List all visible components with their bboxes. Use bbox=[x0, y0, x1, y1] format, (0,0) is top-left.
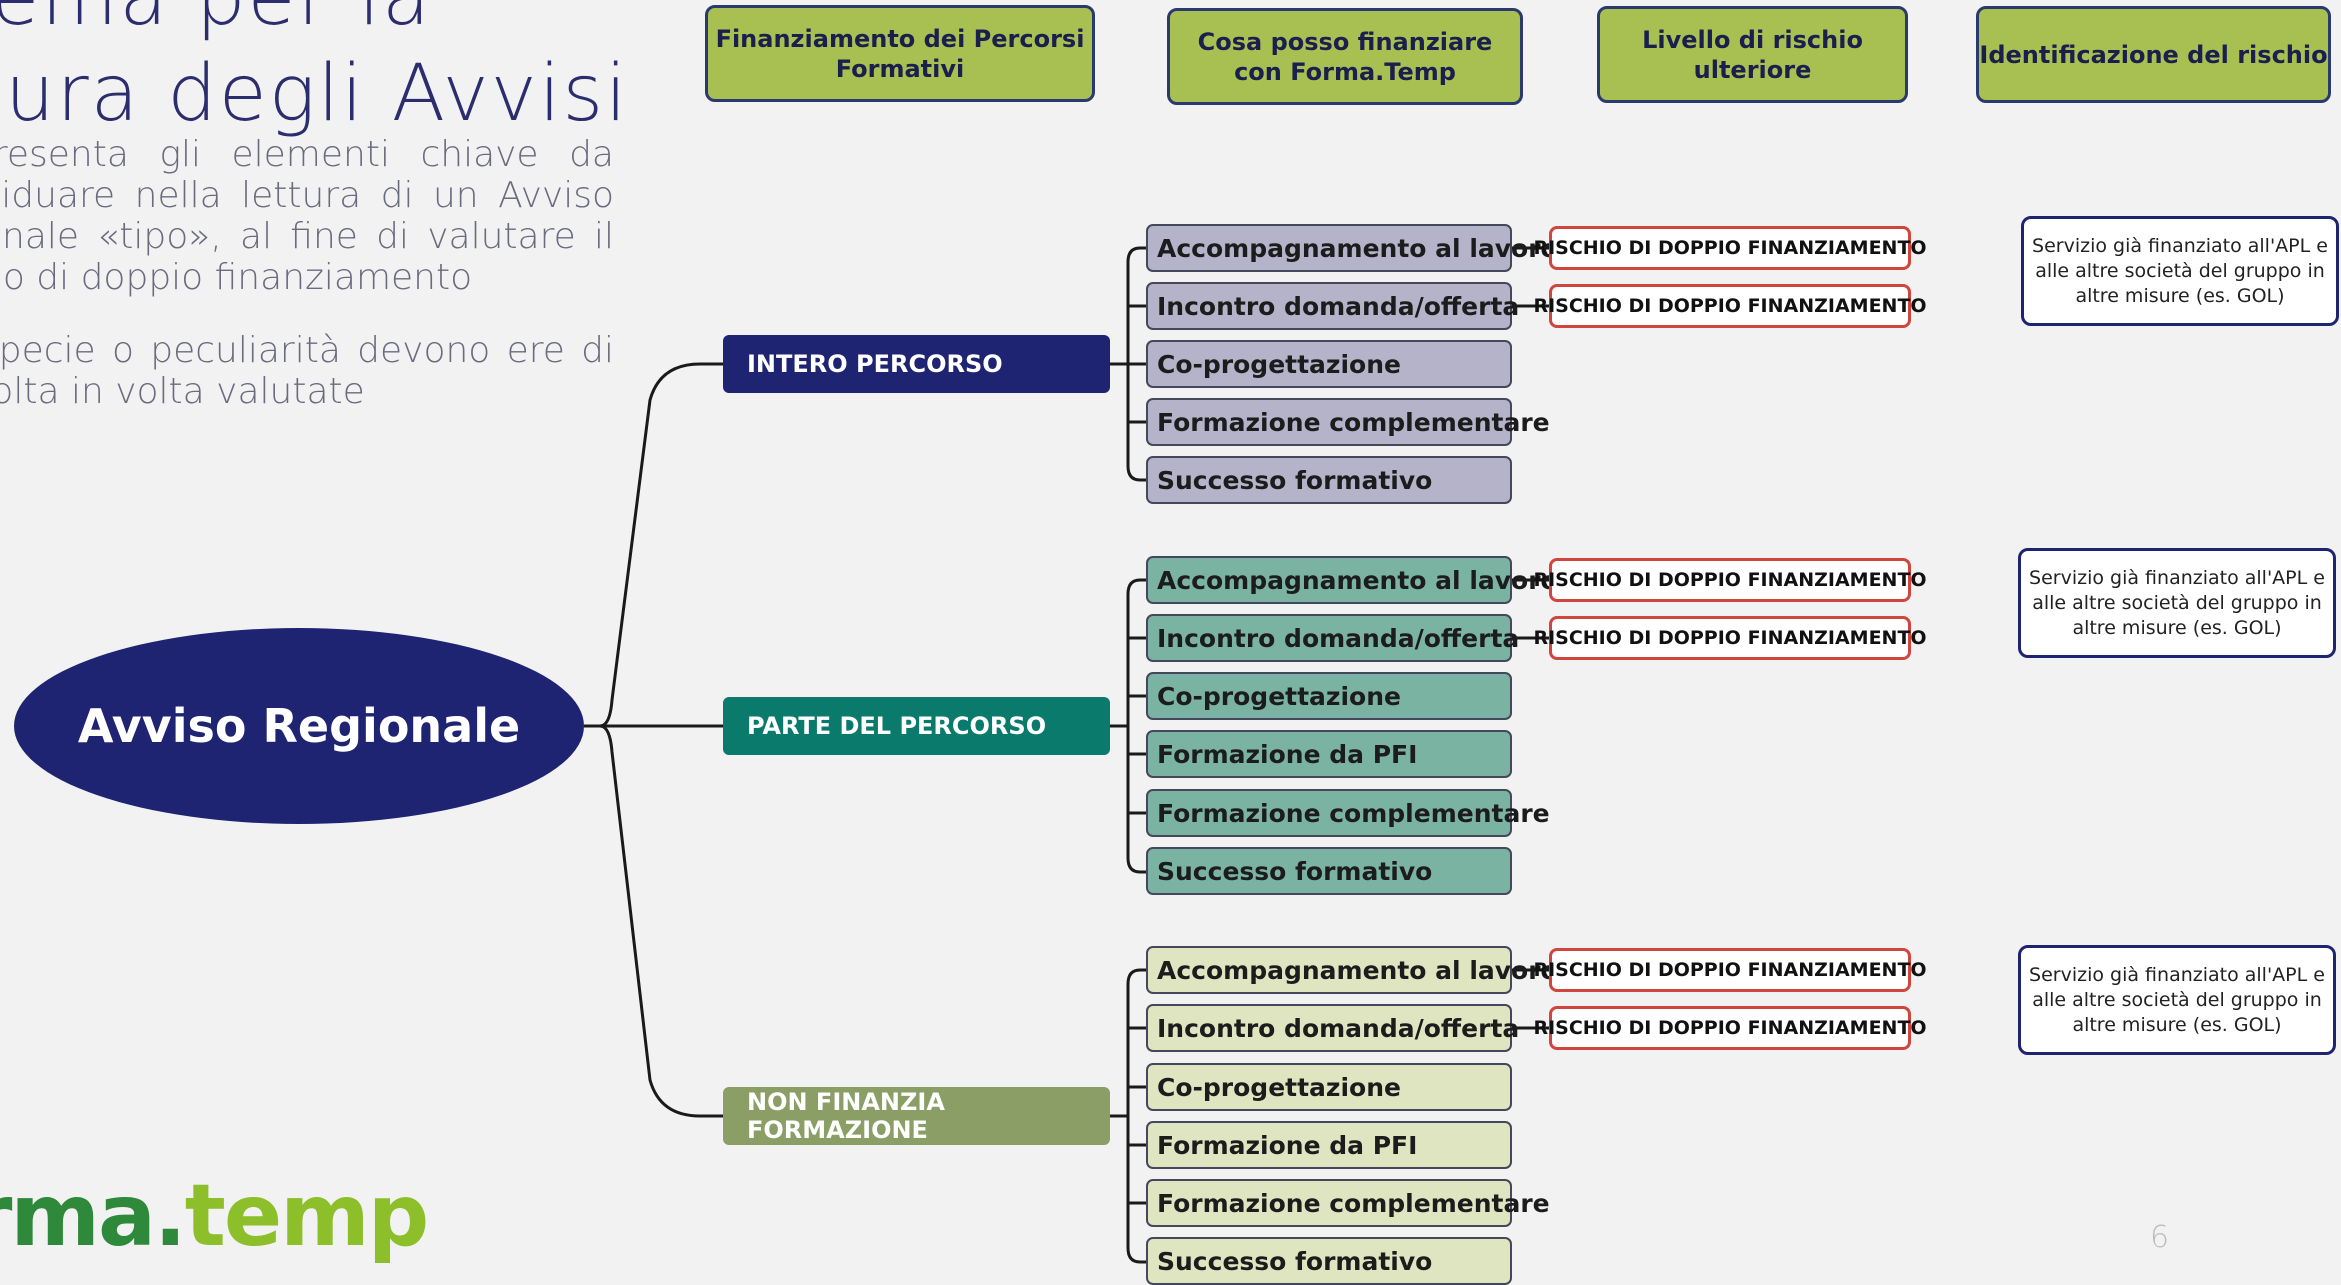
logo-text-forma: rma. bbox=[0, 1166, 187, 1266]
item-non-finanzia-incontro: Incontro domanda/offerta bbox=[1146, 1004, 1519, 1052]
root-node: Avviso Regionale bbox=[14, 628, 584, 824]
item-non-finanzia-formazione-pfi: Formazione da PFI bbox=[1146, 1121, 1512, 1169]
slide-title-line1: hema per la bbox=[0, 0, 629, 46]
branch-non-finanzia-formazione: NON FINANZIA FORMAZIONE bbox=[723, 1087, 1110, 1145]
item-intero-coprogettazione: Co-progettazione bbox=[1146, 340, 1512, 388]
risk-note-non-finanzia: Servizio già finanziato all'APL e alle a… bbox=[2018, 945, 2336, 1055]
branch-intero-percorso: INTERO PERCORSO bbox=[723, 335, 1110, 393]
item-parte-incontro: Incontro domanda/offerta bbox=[1146, 614, 1519, 662]
risk-box-parte-1: RISCHIO DI DOPPIO FINANZIAMENTO bbox=[1533, 558, 1927, 602]
item-parte-coprogettazione: Co-progettazione bbox=[1146, 672, 1512, 720]
intro-paragraph-2: ispecie o peculiarità devono ere di volt… bbox=[0, 330, 614, 412]
slide-title: hema per la ttura degli Avvisi bbox=[0, 0, 629, 142]
item-intero-formazione-complementare: Formazione complementare bbox=[1146, 398, 1550, 446]
item-parte-formazione-complementare: Formazione complementare bbox=[1146, 789, 1550, 837]
item-intero-successo: Successo formativo bbox=[1146, 456, 1512, 504]
header-what-to-finance: Cosa posso finanziare con Forma.Temp bbox=[1167, 8, 1523, 105]
risk-box-non-finanzia-2: RISCHIO DI DOPPIO FINANZIAMENTO bbox=[1533, 1006, 1927, 1050]
item-parte-formazione-pfi: Formazione da PFI bbox=[1146, 730, 1512, 778]
header-risk-level: Livello di rischio ulteriore bbox=[1597, 6, 1908, 103]
item-non-finanzia-formazione-complementare: Formazione complementare bbox=[1146, 1179, 1550, 1227]
intro-paragraph-1: presenta gli elementi chiave da ividuare… bbox=[0, 134, 614, 298]
connector-root-to-non-finanzia bbox=[599, 724, 723, 1118]
item-parte-accompagnamento: Accompagnamento al lavoro bbox=[1146, 556, 1558, 604]
item-non-finanzia-successo: Successo formativo bbox=[1146, 1237, 1512, 1285]
header-risk-identification: Identificazione del rischio bbox=[1976, 6, 2331, 103]
slide-title-line2: ttura degli Avvisi bbox=[0, 49, 629, 139]
risk-note-parte: Servizio già finanziato all'APL e alle a… bbox=[2018, 548, 2336, 658]
connector-intero-bracket bbox=[1110, 246, 1146, 482]
item-non-finanzia-coprogettazione: Co-progettazione bbox=[1146, 1063, 1512, 1111]
item-intero-incontro: Incontro domanda/offerta bbox=[1146, 282, 1519, 330]
connector-parte-bracket bbox=[1110, 578, 1146, 874]
risk-box-parte-2: RISCHIO DI DOPPIO FINANZIAMENTO bbox=[1533, 616, 1927, 660]
branch-parte-percorso: PARTE DEL PERCORSO bbox=[723, 697, 1110, 755]
connector-item-to-risk bbox=[1512, 246, 1549, 1030]
risk-box-intero-2: RISCHIO DI DOPPIO FINANZIAMENTO bbox=[1533, 284, 1927, 328]
connector-non-finanzia-bracket bbox=[1110, 968, 1146, 1264]
page-number: 6 bbox=[2150, 1220, 2170, 1255]
connector-root-to-intero bbox=[584, 362, 723, 728]
item-non-finanzia-accompagnamento: Accompagnamento al lavoro bbox=[1146, 946, 1558, 994]
forma-temp-logo: rma.temp bbox=[0, 1166, 430, 1266]
header-financing: Finanziamento dei Percorsi Formativi bbox=[705, 5, 1095, 102]
logo-text-temp: temp bbox=[184, 1166, 430, 1266]
risk-note-intero: Servizio già finanziato all'APL e alle a… bbox=[2021, 216, 2339, 326]
risk-box-intero-1: RISCHIO DI DOPPIO FINANZIAMENTO bbox=[1533, 226, 1927, 270]
item-intero-accompagnamento: Accompagnamento al lavoro bbox=[1146, 224, 1558, 272]
item-parte-successo: Successo formativo bbox=[1146, 847, 1512, 895]
risk-box-non-finanzia-1: RISCHIO DI DOPPIO FINANZIAMENTO bbox=[1533, 948, 1927, 992]
